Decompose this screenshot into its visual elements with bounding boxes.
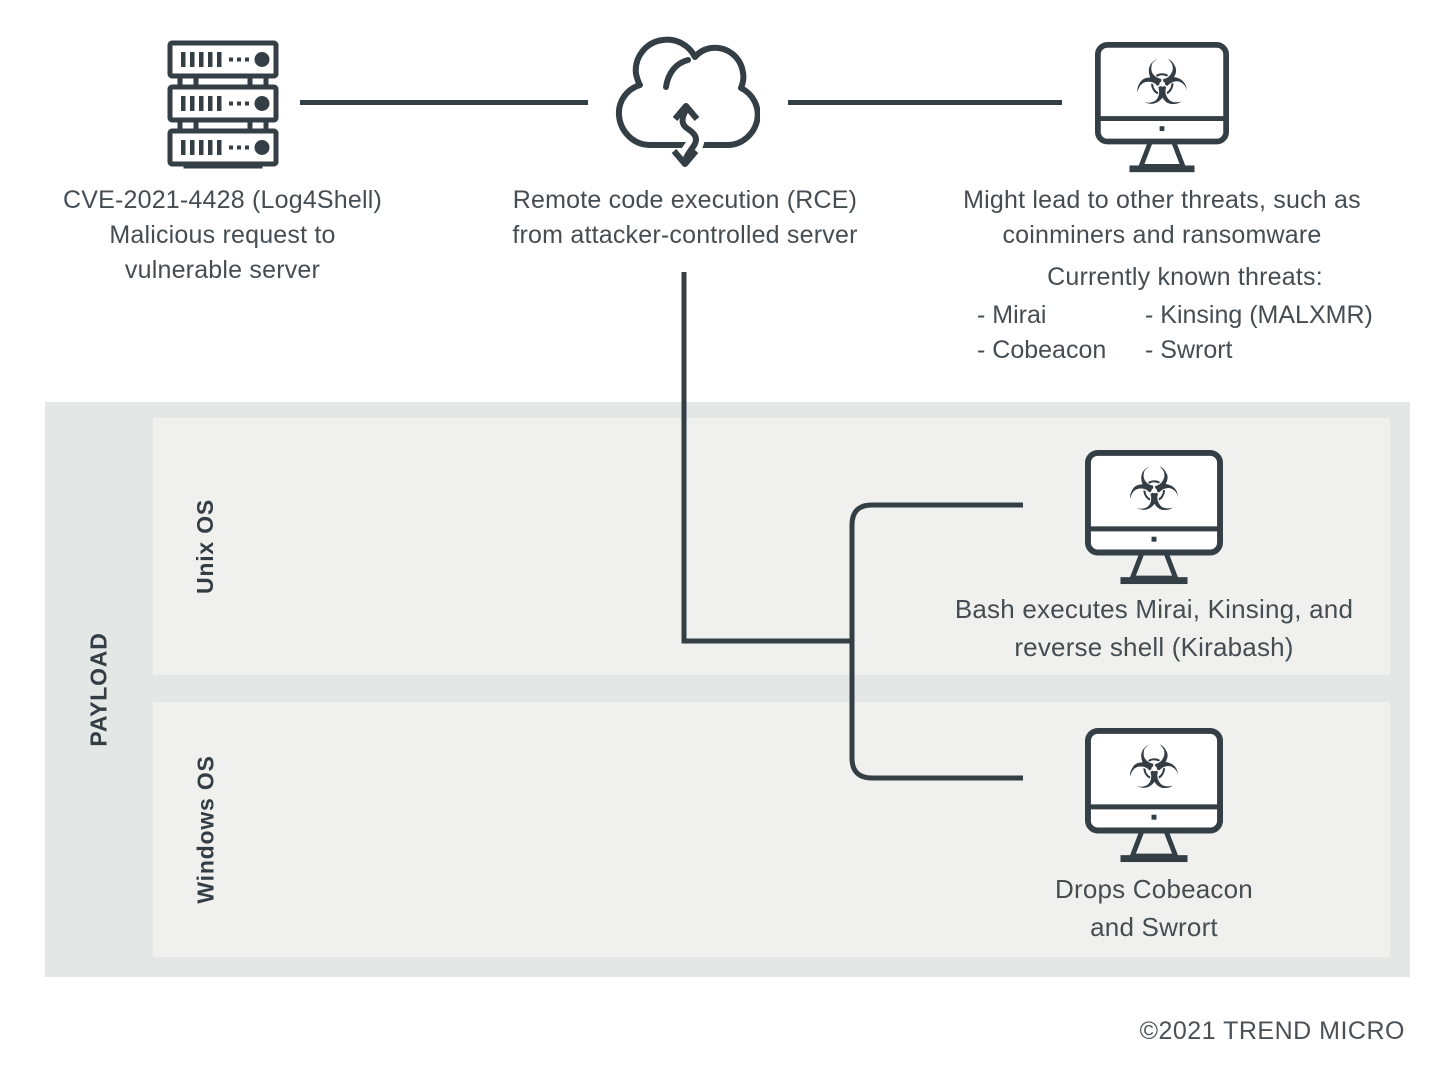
biohazard-icon: ☣ <box>1134 46 1190 119</box>
cloud-exchange-arrows-icon <box>610 33 761 171</box>
copyright-text: ©2021 TREND MICRO <box>1139 1017 1405 1045</box>
biohazard-icon: ☣ <box>1127 733 1181 803</box>
caption-threats-line2: coinminers and ransomware <box>1002 221 1322 249</box>
windows-os-label: Windows OS <box>192 755 219 904</box>
flow-line-cloud-to-monitor <box>788 100 1062 105</box>
biohazard-icon: ☣ <box>1127 455 1181 525</box>
caption-rce: Remote code execution (RCE) from attacke… <box>478 183 892 253</box>
unix-result-line1: Bash executes Mirai, Kinsing, and <box>954 594 1354 624</box>
windows-result-line1: Drops Cobeacon <box>1055 874 1253 904</box>
caption-rce-line1: Remote code execution (RCE) <box>512 186 858 214</box>
known-threats-title: Currently known threats: <box>1047 263 1323 291</box>
caption-source: CVE-2021-4428 (Log4Shell) Malicious requ… <box>25 183 420 288</box>
caption-rce-line2: from attacker-controlled server <box>512 221 858 249</box>
monitor-biohazard-icon-top: ☣ <box>1095 42 1229 175</box>
known-threats-list: - Mirai - Kinsing (MALXMR) - Cobeacon - … <box>977 298 1387 368</box>
caption-source-line2: Malicious request to <box>109 221 336 249</box>
caption-source-line1: CVE-2021-4428 (Log4Shell) <box>62 186 383 214</box>
monitor-biohazard-icon-windows: ☣ <box>1085 728 1223 865</box>
unix-result-caption: Bash executes Mirai, Kinsing, and revers… <box>954 590 1354 666</box>
threat-item: - Cobeacon <box>977 336 1107 364</box>
caption-threats: Might lead to other threats, such as coi… <box>942 183 1382 253</box>
unix-os-label: Unix OS <box>192 498 219 595</box>
payload-label-strip: PAYLOAD <box>45 402 153 977</box>
caption-threats-line1: Might lead to other threats, such as <box>963 186 1361 214</box>
threat-item: - Kinsing (MALXMR) <box>1145 301 1373 329</box>
server-rack-icon <box>167 40 279 170</box>
threat-item: - Mirai <box>977 301 1047 329</box>
caption-source-line3: vulnerable server <box>124 256 321 284</box>
windows-os-label-strip: Windows OS <box>181 702 231 957</box>
windows-result-caption: Drops Cobeacon and Swrort <box>954 870 1354 946</box>
threat-item: - Swrort <box>1145 336 1233 364</box>
windows-result-line2: and Swrort <box>1090 912 1218 942</box>
flow-line-server-to-cloud <box>300 100 588 105</box>
monitor-biohazard-icon-unix: ☣ <box>1085 450 1223 587</box>
payload-label: PAYLOAD <box>85 632 112 747</box>
unix-os-label-strip: Unix OS <box>181 418 231 675</box>
unix-result-line2: reverse shell (Kirabash) <box>1014 632 1294 662</box>
